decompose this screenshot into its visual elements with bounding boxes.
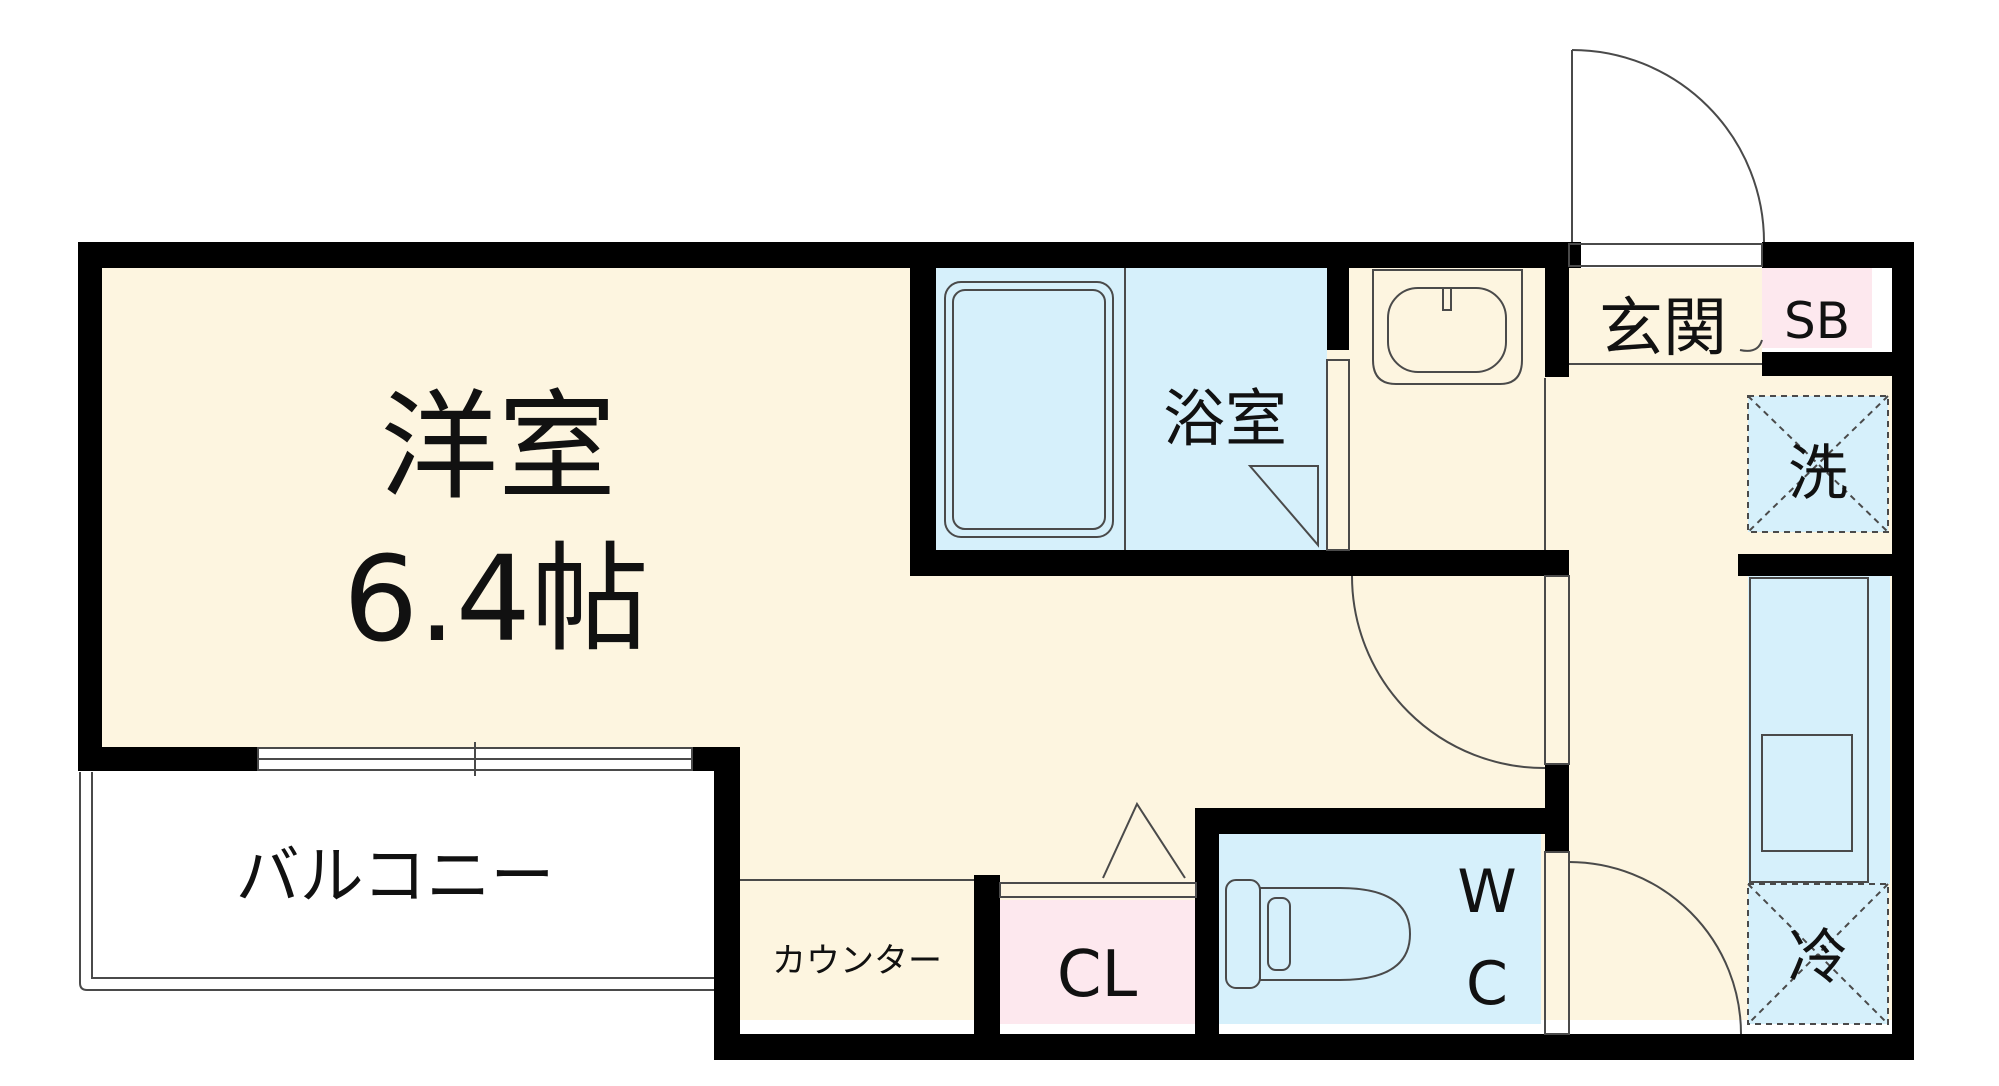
entrance-door-swing	[1739, 339, 1763, 352]
toilet-seat-detail	[1267, 897, 1291, 971]
toilet-bowl	[1259, 887, 1412, 981]
closet-floor	[1000, 900, 1196, 1024]
wall-wc-top	[1195, 808, 1569, 834]
fridge-floor	[1748, 884, 1888, 1024]
wall-right	[1892, 242, 1914, 1060]
hall-door-frame	[1544, 575, 1570, 765]
counter-label: カウンター	[772, 941, 942, 981]
washstand-floor	[1340, 262, 1555, 392]
bathtub-outer	[944, 281, 1114, 538]
shoebox-floor	[1762, 268, 1872, 348]
wall-bath-right	[1327, 242, 1349, 350]
kitchen-floor	[1748, 576, 1890, 884]
wall-top-right	[1762, 242, 1914, 268]
counter-triangle	[1102, 801, 1186, 879]
wall-entry-step	[1762, 352, 1912, 376]
wc-door-frame	[1544, 851, 1570, 1035]
wc-door-swing	[1568, 861, 1742, 1035]
wall-bath-left	[910, 242, 936, 572]
wc-floor	[1218, 834, 1541, 1024]
balcony-outline-outer	[79, 772, 714, 991]
wall-top-left	[78, 242, 1581, 268]
bath-door-frame	[1326, 359, 1350, 551]
bathroom-floor	[935, 268, 1327, 550]
wall-kitchen-top	[1738, 554, 1912, 576]
washer-space	[1747, 395, 1889, 533]
entrance-floor	[1568, 268, 1762, 364]
kitchen-sink	[1761, 734, 1853, 852]
balcony-label: バルコニー	[236, 840, 555, 914]
balcony-railing	[79, 772, 714, 991]
wall-entry-partition	[1545, 242, 1569, 377]
wall-closet-left	[974, 875, 1000, 1060]
balcony-floor	[84, 780, 714, 990]
bath-floor-triangle	[1247, 465, 1319, 548]
thin-lines	[740, 243, 1869, 1035]
washer-label: 洗	[1788, 439, 1848, 509]
wall-bottom	[714, 1034, 1914, 1060]
wall-wc-left	[1195, 808, 1219, 1060]
closet-label: CL	[1057, 938, 1138, 1012]
wall-hall-mid	[1545, 550, 1569, 576]
washbasin	[1372, 269, 1523, 385]
bathroom-label: 浴室	[1163, 382, 1287, 455]
closet-top-frame	[999, 882, 1197, 898]
bathtub-inner	[952, 289, 1106, 530]
wall-counter-left	[714, 747, 740, 1059]
wall-left	[78, 242, 102, 770]
entrance-step	[1568, 243, 1763, 267]
hall-door-swing	[1351, 575, 1546, 770]
refrigerator-label: 冷	[1788, 923, 1848, 993]
windows	[257, 742, 693, 776]
wall-bath-bottom	[910, 550, 1566, 576]
western-room-name: 洋室	[380, 378, 616, 516]
floor-fills	[84, 262, 1895, 1024]
walls	[78, 242, 1914, 1060]
wc-label-bottom: C	[1466, 949, 1508, 1019]
wall-bottom-left	[78, 747, 258, 771]
fridge-space	[1747, 883, 1889, 1025]
labels: 洋室 6.4帖 浴室 玄関 SB 洗 冷 バルコニー カウンター CL W C	[236, 292, 1850, 1019]
washbasin-tap	[1442, 287, 1452, 311]
shoebox-label: SB	[1784, 292, 1850, 350]
balcony-outline-inner	[91, 772, 714, 979]
appliance-spaces	[1747, 395, 1889, 1025]
entrance-label: 玄関	[1599, 292, 1727, 366]
western-room-size: 6.4帖	[343, 530, 649, 668]
wc-label-top: W	[1457, 857, 1516, 927]
doors	[1351, 49, 1765, 1035]
front-door-swing	[1571, 49, 1765, 243]
washer-floor	[1748, 396, 1888, 532]
fixtures	[944, 269, 1523, 989]
